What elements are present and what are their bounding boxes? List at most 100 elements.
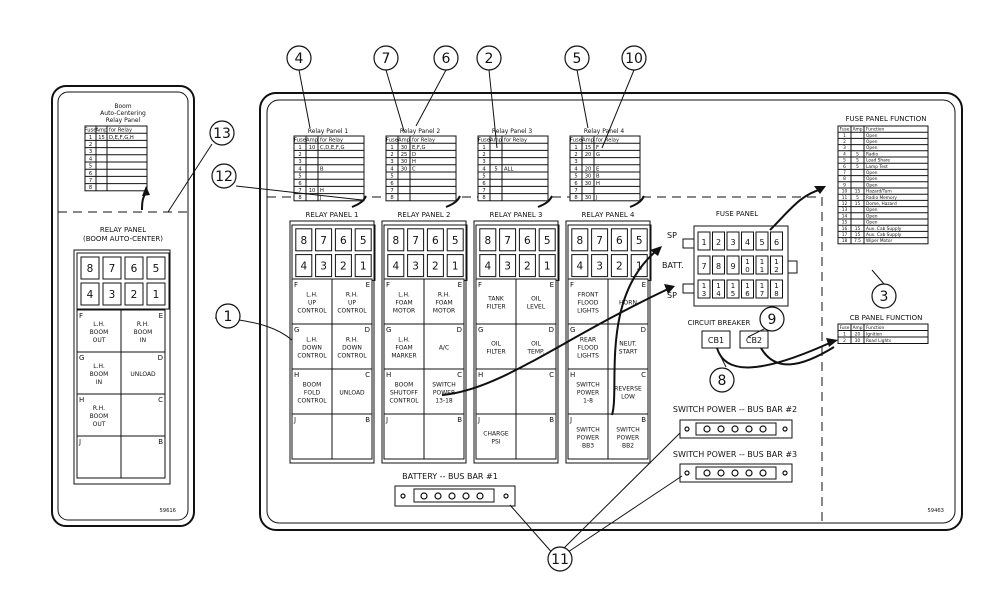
callout-8-label: 8 bbox=[718, 373, 727, 389]
fuse-function-table-cell: Open bbox=[866, 182, 878, 188]
rp4-fuse-number: 7 bbox=[596, 235, 603, 247]
rp3-fuse-number: 3 bbox=[504, 261, 511, 273]
fuse-panel-fuse-number: 7 bbox=[760, 290, 764, 298]
left-table-cell: 7 bbox=[89, 178, 92, 184]
left-relay-letter: B bbox=[158, 438, 163, 446]
relay-fuse-table-2-cell: 2 bbox=[390, 152, 393, 158]
left-relay-text: R.H. bbox=[137, 321, 149, 328]
relay-fuse-table-1-header: for Relay bbox=[320, 138, 343, 144]
left-relay-text: L.H. bbox=[93, 363, 105, 370]
relay-fuse-table-2-cell: 8 bbox=[390, 195, 393, 201]
left-table-cell: 15 bbox=[98, 135, 105, 141]
rp1-relay-F bbox=[291, 278, 333, 325]
fuse-function-table-cell: 4 bbox=[843, 151, 846, 157]
fuse-panel-fuse-number: 3 bbox=[702, 290, 706, 298]
relay-fuse-table-2-cell: 1 bbox=[390, 145, 393, 151]
rp2-relay-letter: D bbox=[457, 326, 462, 334]
rp2-relay-text: FOAM bbox=[395, 300, 412, 307]
rp1-fuse-6 bbox=[334, 228, 352, 252]
relay-fuse-table-4-cell: J bbox=[595, 195, 598, 201]
rp1-relay-C bbox=[331, 368, 373, 415]
relay-fuse-table-3-cell: 6 bbox=[482, 181, 485, 187]
relay-fuse-table-4-cell: 6 bbox=[574, 181, 577, 187]
rp3-fuse-1 bbox=[538, 254, 556, 278]
relay-fuse-table-3-cell: 8 bbox=[482, 195, 485, 201]
rp3-relay-J bbox=[475, 413, 517, 460]
rp4-relay-letter: D bbox=[641, 326, 646, 334]
callout-8-circle bbox=[709, 367, 735, 393]
rp3-relay-D bbox=[515, 323, 557, 370]
left-relay-D bbox=[120, 351, 166, 395]
left-frame bbox=[76, 252, 170, 310]
rp1-relay-text: DOWN bbox=[302, 345, 322, 352]
rp2-fuse-number: 3 bbox=[412, 261, 419, 273]
fuse-panel-fuse-number: 1 bbox=[745, 282, 749, 290]
fuse-function-table-cell: 11 bbox=[842, 195, 848, 201]
rp1-relay-E bbox=[331, 278, 373, 325]
rp4-fuse-1 bbox=[630, 254, 648, 278]
rp2-fuse-number: 6 bbox=[432, 235, 439, 247]
rp1-relay-letter: G bbox=[294, 326, 299, 334]
rp4-fuse-number: 6 bbox=[616, 235, 623, 247]
rp2-relay-text: 13-18 bbox=[435, 398, 453, 405]
rp3-fuse-8 bbox=[479, 228, 497, 252]
rp4-relay-B bbox=[607, 413, 649, 460]
relay-fuse-table-1-cell: 3 bbox=[298, 159, 301, 165]
fuse-function-table-cell: Radio bbox=[866, 151, 878, 157]
fuse-panel-fuse-11 bbox=[755, 255, 769, 275]
fuse-panel-fuse-number: 1 bbox=[774, 258, 778, 266]
fuse-function-table-cell: 15 bbox=[842, 220, 848, 226]
callout-4-circle bbox=[286, 45, 312, 71]
relay-fuse-table-4-cell: F bbox=[596, 145, 599, 151]
rp1-relay-B bbox=[331, 413, 373, 460]
fuse-panel-fuse-17 bbox=[755, 279, 769, 299]
left-relay-C bbox=[120, 393, 166, 437]
left-relay-letter: E bbox=[159, 312, 163, 320]
relay-fuse-table-4-cell: 20 bbox=[585, 166, 592, 172]
fuse-panel-fuse-number: 1 bbox=[701, 238, 706, 247]
relay-fuse-table-3-cell: 5 bbox=[482, 174, 485, 180]
rp2-relay-text: FOAM bbox=[395, 345, 412, 352]
left-drawing-number: 59616 bbox=[159, 508, 176, 514]
left-relay-text: BOOM bbox=[134, 329, 153, 336]
rp2-relay-text: MOTOR bbox=[433, 308, 455, 315]
rp3-fuse-number: 6 bbox=[524, 235, 531, 247]
cb2-label: CB2 bbox=[746, 336, 762, 345]
fuse-panel-fuse-5 bbox=[755, 231, 769, 251]
rp3-relay-E bbox=[515, 278, 557, 325]
callout-9-circle bbox=[759, 306, 785, 332]
rp1-relay-text: CONTROL bbox=[297, 398, 327, 405]
rp3-relay-letter: C bbox=[549, 371, 554, 379]
fuse-panel-fuse-number: 8 bbox=[774, 290, 778, 298]
callout-2-circle bbox=[476, 45, 502, 71]
relay-fuse-table-2-header: Amp bbox=[398, 138, 411, 144]
left-table-cell: 6 bbox=[89, 171, 92, 177]
rp4-relay-letter: E bbox=[642, 281, 646, 289]
rp3-fuse-5 bbox=[538, 228, 556, 252]
left-table-cell: 8 bbox=[89, 185, 92, 191]
rp2-relay-text: SWITCH bbox=[432, 382, 456, 389]
rp1-relay-D bbox=[331, 323, 373, 370]
rp1-fuse-number: 3 bbox=[320, 261, 327, 273]
rp1-fuse-number: 2 bbox=[340, 261, 347, 273]
rp1-fuse-1 bbox=[354, 254, 372, 278]
rp2-relay-text: L.H. bbox=[398, 292, 410, 299]
rp2-relay-C bbox=[423, 368, 465, 415]
relay-fuse-table-4-cell: 15 bbox=[585, 145, 592, 151]
rp1-relay-text: FOLD bbox=[304, 390, 321, 397]
relay-fuse-table-4-cell: 5 bbox=[574, 174, 577, 180]
left-relay-text: IN bbox=[96, 379, 102, 386]
fuse-function-table-header: Amp bbox=[853, 127, 863, 133]
fuse-function-table-cell: 5 bbox=[843, 158, 846, 164]
relay-fuse-table-1-header: Fuse bbox=[294, 138, 306, 144]
left-relay-panel-label: RELAY PANEL bbox=[100, 226, 146, 234]
rp2-fuse-7 bbox=[407, 228, 425, 252]
rp1-relay-H bbox=[291, 368, 333, 415]
relay-fuse-table-2-header: Fuse bbox=[386, 138, 398, 144]
relay-fuse-table-3-cell: 4 bbox=[482, 166, 486, 172]
rp1-fuse-number: 7 bbox=[320, 235, 327, 247]
